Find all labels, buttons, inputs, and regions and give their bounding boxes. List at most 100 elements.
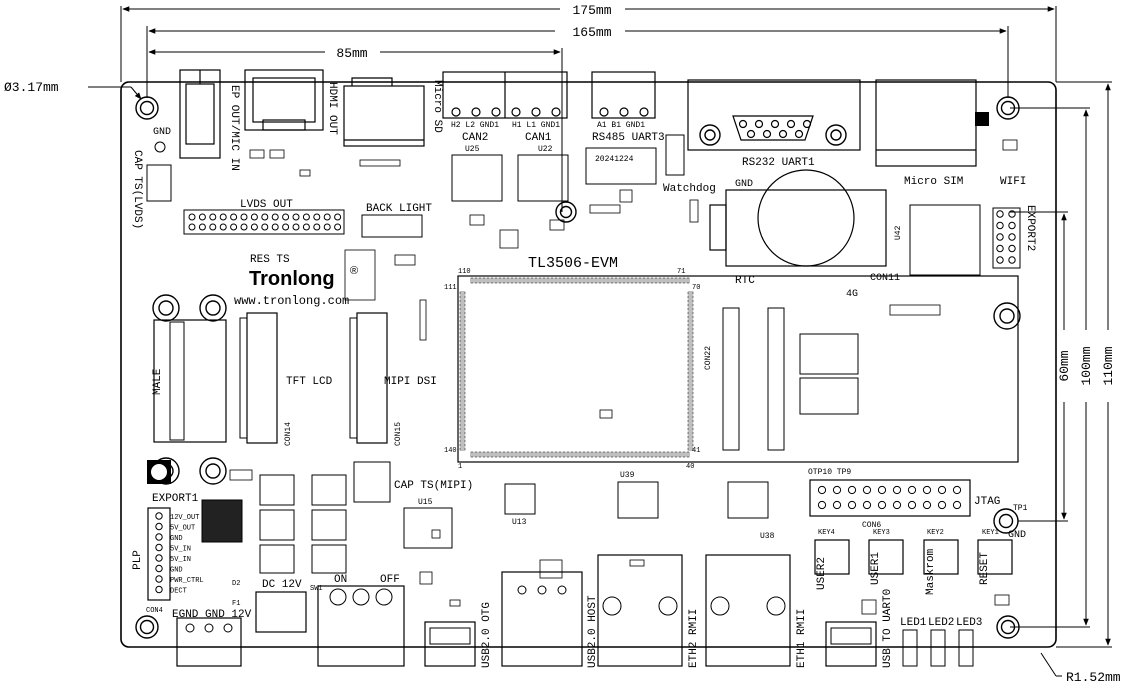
jtag-pin [952,500,962,510]
som-pad-top [674,277,678,284]
som-pad-top [642,277,646,284]
can1-pins: H1 L1 GND1 [512,121,560,130]
lvds-pin [271,223,279,231]
lvds-pin [219,213,227,221]
som-pad-top [622,277,626,284]
sw1-label: SW1 [310,585,323,593]
som-pad-right [687,379,694,383]
dim-60: 60mm [1057,350,1072,381]
u25-chip [451,154,503,202]
lvds-pin [188,223,196,231]
user1-button[interactable] [868,539,904,575]
smd-part [394,254,416,266]
reset-button[interactable] [977,539,1013,575]
som-pad-right [687,407,694,411]
smd-part [589,204,621,214]
eth1-port [705,554,791,667]
lvds-pin [282,213,290,221]
lvds-pin [240,223,248,231]
sim-marker [975,112,989,126]
con14-label: CON14 [284,422,293,446]
res-ts-label: RES TS [250,254,290,266]
som-pad-left [459,399,466,403]
som-pad-top [598,277,602,284]
male-connector [153,319,227,443]
som-pad-left [459,315,466,319]
som-pad-left [459,387,466,391]
som-pad-bottom [626,451,630,458]
u38-chip [727,481,769,519]
pin-41: 41 [692,447,700,455]
rtc-label: RTC [735,275,755,287]
rs485-label: RS485 UART3 [592,132,665,144]
export2-label: EXPORT2 [1024,205,1036,251]
power-switch[interactable] [317,585,405,667]
som-pad-left [459,407,466,411]
dc-jack [255,591,307,633]
som-pad-left [459,295,466,299]
key4-label: KEY4 [818,529,835,537]
lvds-pin [198,213,206,221]
lvds-pin [323,213,331,221]
som-module [457,275,1019,463]
u39-label: U39 [620,471,635,480]
u42-module [909,204,981,276]
som-pad-left [459,391,466,395]
smd-part [419,571,433,585]
som-pad-top [518,277,522,284]
plp-pin [155,543,163,552]
som-pad-bottom [682,451,686,458]
export2-pin [1008,221,1016,230]
som-pad-bottom [566,451,570,458]
som-pad-right [687,347,694,351]
pwr-term-3 [223,623,233,633]
export2-pin [1008,210,1016,218]
jtag-pin [907,500,917,510]
smd-part [994,594,1010,606]
reset-label: RESET [979,552,991,585]
som-pad-top [682,277,686,284]
som-pad-right [687,403,694,407]
rs232-db9 [687,79,861,151]
som-pad-top [650,277,654,284]
lvds-pin [230,213,238,221]
lvds-pin [198,223,206,231]
som-pad-bottom [598,451,602,458]
som-pad-top [478,277,482,284]
pin-140: 140 [444,447,457,455]
wifi-label: WIFI [1000,176,1026,188]
som-pad-top [502,277,506,284]
switch-post-3 [375,588,393,606]
som-pad-top [586,277,590,284]
led3-label: LED3 [956,617,982,629]
som-pad-bottom [474,451,478,458]
export2-pin [996,256,1004,264]
som-pad-left [459,403,466,407]
board-model: TL3506-EVM [528,255,618,272]
eth2-hole-r [658,596,678,616]
som-pad-bottom [630,451,634,458]
som-pad-bottom [538,451,542,458]
som-pad-top [510,277,514,284]
som-pad-left [459,427,466,431]
user2-button[interactable] [814,539,850,575]
maskrom-button[interactable] [923,539,959,575]
usb-otg-label: USB2.0 OTG [481,602,493,668]
som-pad-bottom [510,451,514,458]
som-pad-left [459,383,466,387]
watchdog-label: Watchdog [663,183,716,195]
cap-ts-lvds-label: CAP TS(LVDS) [131,150,143,229]
som-pad-left [459,439,466,443]
power-terminal [176,617,242,667]
otp-label: OTP10 TP9 [808,468,851,477]
dc-12v-label: DC 12V [262,579,302,591]
som-pad-bottom [654,451,658,458]
som-pad-right [687,335,694,339]
som-pad-top [558,277,562,284]
mipi-dsi-label: MIPI DSI [384,376,437,388]
som-pad-bottom [486,451,490,458]
f1-label: F1 [232,600,240,608]
som-pad-right [687,359,694,363]
usb-host-label: USB2.0 HOST [587,595,599,668]
plp-pin-label: 5V_OUT [170,525,195,533]
